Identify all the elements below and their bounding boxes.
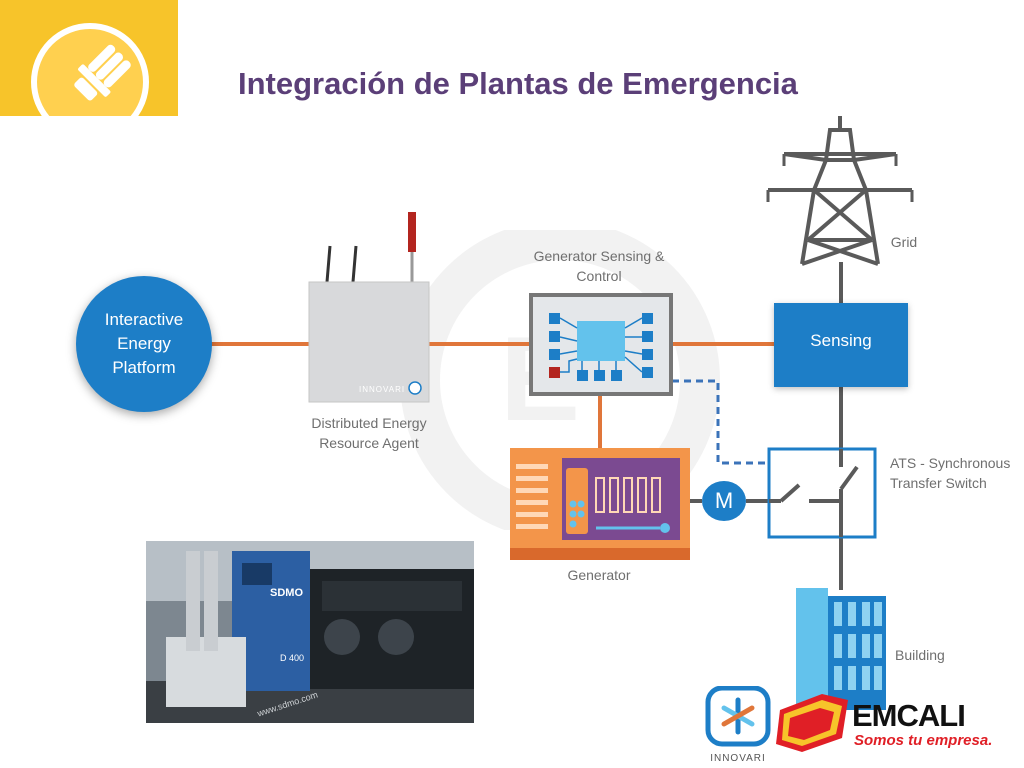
platform-line-1: Interactive bbox=[104, 310, 184, 329]
emcali-tagline: Somos tu empresa. bbox=[854, 732, 993, 749]
page-title: Integración de Plantas de Emergencia bbox=[238, 66, 798, 101]
generator-label: Generator bbox=[567, 567, 631, 583]
innovari-logo-mark bbox=[705, 685, 771, 747]
platform-line-2: Energy bbox=[117, 334, 171, 353]
building-icon bbox=[796, 588, 886, 710]
dera-label-line-1: Distributed Energy bbox=[311, 415, 427, 431]
interactive-energy-platform-node: Interactive Energy Platform bbox=[76, 276, 212, 412]
emcali-logo-text: EMCALI bbox=[852, 698, 966, 733]
photo-brand-text: SDMO bbox=[270, 587, 303, 599]
gsc-label-line-1: Generator Sensing & bbox=[533, 248, 665, 264]
ats-label: ATS - Synchronous Transfer Switch bbox=[890, 453, 1024, 493]
dera-label: Distributed Energy Resource Agent bbox=[288, 413, 450, 453]
transmission-tower-icon bbox=[766, 116, 914, 266]
photo-model-text: D 400 bbox=[280, 653, 305, 663]
dashed-control-line bbox=[672, 379, 768, 465]
grid-label: Grid bbox=[890, 234, 918, 250]
innovari-logo: INNOVARI bbox=[704, 685, 772, 766]
building-label: Building bbox=[895, 647, 945, 663]
gsc-label: Generator Sensing & Control bbox=[514, 246, 684, 286]
dera-brand-text: INNOVARI bbox=[359, 385, 406, 394]
generator-icon bbox=[510, 448, 690, 560]
dera-device-icon bbox=[308, 212, 430, 403]
dera-label-line-2: Resource Agent bbox=[319, 435, 419, 451]
chip-icon bbox=[529, 293, 673, 396]
innovari-logo-text: INNOVARI bbox=[710, 753, 766, 764]
ats-label-line-1: ATS - Synchronous bbox=[890, 455, 1011, 471]
ats-switch-icon bbox=[767, 447, 877, 539]
generator-photo-illustration bbox=[146, 541, 474, 723]
sensing-node: Sensing bbox=[774, 303, 908, 387]
emcali-logo-mark bbox=[776, 694, 848, 752]
generator-photo: SDMO D 400 www.sdmo.com bbox=[146, 541, 474, 723]
ats-label-line-2: Transfer Switch bbox=[890, 475, 987, 491]
platform-line-3: Platform bbox=[112, 358, 176, 377]
gsc-label-line-2: Control bbox=[576, 268, 622, 284]
motor-node: M bbox=[702, 481, 746, 521]
